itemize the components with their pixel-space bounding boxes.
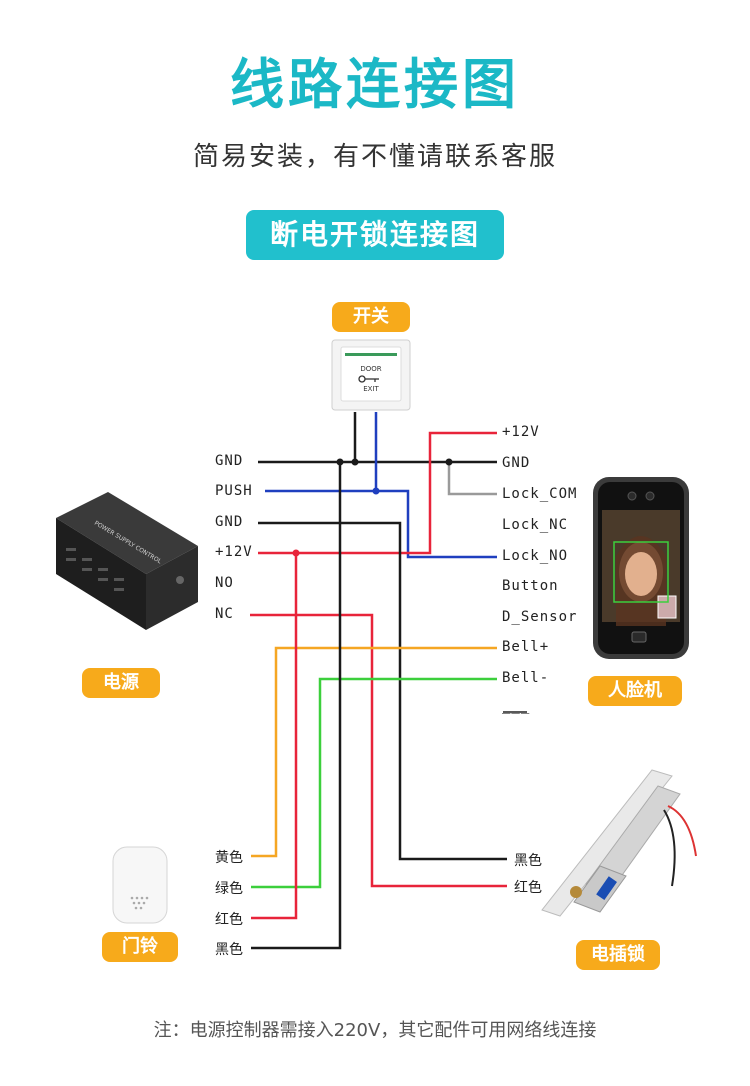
- doorbell-icon: [112, 846, 168, 924]
- bell-wire-black: 黑色: [215, 942, 243, 958]
- bell-wire-yellow: 黄色: [215, 850, 243, 866]
- face-terminal-blank: ___: [502, 698, 531, 714]
- face-terminal-12v: +12V: [502, 424, 540, 440]
- face-terminal-bell-plus: Bell+: [502, 639, 550, 655]
- diagram-banner: 断电开锁连接图: [246, 210, 504, 260]
- switch-door-text: DOOR: [360, 365, 381, 373]
- wire-gnd-lockcom: [447, 462, 497, 496]
- face-terminal-lock-com: Lock_COM: [502, 486, 578, 502]
- electric-lock-icon: [541, 769, 697, 917]
- lock-wire-black: 黑色: [514, 853, 542, 869]
- wire-12v-face: [258, 431, 497, 555]
- power-terminal-push: PUSH: [215, 483, 253, 499]
- junction-dot: [372, 487, 380, 495]
- page-subtitle: 简易安装，有不懂请联系客服: [192, 142, 557, 172]
- bell-wire-green: 绿色: [215, 881, 243, 897]
- power-terminal-gnd: GND: [215, 453, 244, 469]
- face-terminal-bell-minus: Bell-: [502, 670, 550, 686]
- wire-bell-black: [251, 462, 342, 950]
- switch-exit-text: EXIT: [363, 385, 379, 393]
- junction-dot: [445, 458, 453, 466]
- wire-bell-red: [251, 553, 298, 920]
- junction-dot: [336, 458, 344, 466]
- key-icon: [358, 375, 379, 383]
- label-power: 电源: [82, 668, 160, 698]
- lock-wire-red: 红色: [514, 880, 542, 896]
- junction-dot: [292, 549, 300, 557]
- wire-gnd-lock: [258, 521, 507, 861]
- footer-note: 注：电源控制器需接入220V，其它配件可用网络线连接: [153, 1020, 597, 1041]
- face-terminal-gnd: GND: [502, 455, 531, 471]
- label-doorbell: 门铃: [102, 932, 178, 962]
- wire-push-lockno: [265, 489, 497, 559]
- label-face-machine: 人脸机: [588, 676, 682, 706]
- label-switch: 开关: [332, 302, 410, 332]
- power-supply-icon: POWER SUPPLY CONTROL: [56, 492, 198, 630]
- face-terminal-lock-nc: Lock_NC: [502, 517, 569, 533]
- label-electric-lock: 电插锁: [576, 940, 660, 970]
- junction-dot: [351, 458, 359, 466]
- page-title: 线路连接图: [230, 53, 520, 116]
- power-terminal-no: NO: [215, 575, 234, 591]
- face-terminal-d-sensor: D_Sensor: [502, 609, 578, 625]
- wire-bell-yellow: [251, 646, 497, 858]
- exit-switch-icon: DOOR EXIT: [331, 339, 411, 411]
- power-terminal-nc: NC: [215, 606, 234, 622]
- face-terminal-icon: [593, 477, 689, 659]
- wire-bell-green: [251, 677, 497, 889]
- face-terminal-lock-no: Lock_NO: [502, 548, 569, 564]
- bell-wire-red: 红色: [215, 912, 243, 928]
- face-terminal-button: Button: [502, 578, 559, 594]
- power-terminal-12v: +12V: [215, 544, 253, 560]
- power-terminal-gnd2: GND: [215, 514, 244, 530]
- wire-nc-lock: [250, 613, 507, 888]
